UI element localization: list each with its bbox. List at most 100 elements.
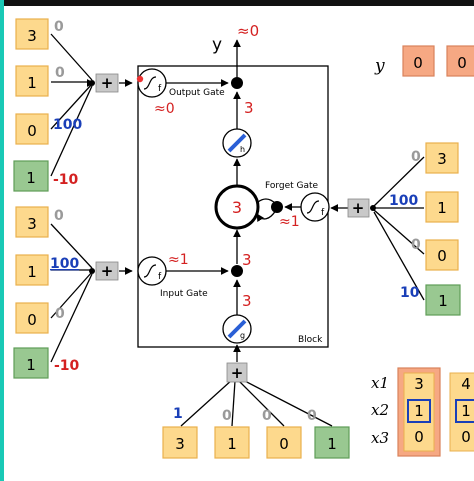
g-input-box-4: 1 <box>314 426 350 459</box>
g-activation-unit: g <box>222 314 252 344</box>
output-y-value: ≈0 <box>237 22 259 40</box>
memory-cell: 3 <box>214 184 260 230</box>
top-border-bar <box>0 0 474 6</box>
input-gate-adder: + <box>95 261 119 281</box>
input-gate-input-value-4: 1 <box>26 356 36 374</box>
forget-gate-adder-symbol: + <box>352 199 365 217</box>
input-gate-input-lines <box>50 223 133 363</box>
g-input-box-1: 3 <box>162 426 198 459</box>
y-sequence-value-1: 0 <box>413 54 423 72</box>
output-gate-input-value-1: 3 <box>27 27 37 45</box>
forget-gate-weight-4: 10 <box>400 285 420 301</box>
input-gate-weight-1: 0 <box>54 208 64 224</box>
forget-gate-input-box-1: 3 <box>425 142 459 174</box>
output-y-label: y <box>212 35 222 55</box>
output-gate-input-value-2: 1 <box>27 74 37 92</box>
x-sequence-label-3: x3 <box>371 429 389 447</box>
output-gate-input-box-2: 1 <box>15 65 49 97</box>
g-input-box-3: 0 <box>266 426 302 459</box>
g-input-box-2: 1 <box>214 426 250 459</box>
memory-cell-value: 3 <box>232 198 242 217</box>
input-gate-input-box-1: 3 <box>15 206 49 238</box>
input-gate-input-value-1: 3 <box>27 215 37 233</box>
x-sequence-c2-value-2: 1 <box>461 402 471 420</box>
output-gate-label: Output Gate <box>169 88 225 98</box>
input-gate-f-symbol: f <box>158 272 162 282</box>
forget-gate-f-symbol: f <box>321 208 325 218</box>
forget-gate-input-lines <box>330 156 425 301</box>
forget-gate-adder: + <box>347 198 370 218</box>
forget-gate-input-value-4: 1 <box>438 292 448 310</box>
y-sequence-box-2: 0 <box>446 45 474 77</box>
output-gate-weight-2: 0 <box>55 65 65 81</box>
forget-gate-weight-2: 100 <box>389 193 418 209</box>
input-gate-junction <box>89 268 95 274</box>
forget-gate-weight-1: 0 <box>411 149 421 165</box>
output-gate-adder-symbol: + <box>101 74 114 92</box>
forget-gate-input-value-1: 3 <box>437 150 447 168</box>
y-sequence-value-2: 0 <box>457 54 467 72</box>
forget-gate-input-value-3: 0 <box>437 247 447 265</box>
y-sequence-box-1: 0 <box>402 45 435 77</box>
output-gate-weight-3: 100 <box>53 117 82 133</box>
input-gate-input-value-3: 0 <box>27 311 37 329</box>
g-adder-symbol: + <box>231 364 244 382</box>
input-gate-sigmoid-unit: f <box>137 256 167 286</box>
output-gate-value: ≈0 <box>154 101 175 117</box>
g-input-lines <box>180 344 333 427</box>
input-gate-value: ≈1 <box>168 252 189 268</box>
x-sequence-c1-value-3: 0 <box>414 428 424 446</box>
x-sequence-label-1: x1 <box>371 374 389 392</box>
input-gate-input-box-2: 1 <box>15 254 49 286</box>
output-gate-adder: + <box>95 73 119 93</box>
g-weight-3: 0 <box>262 408 272 424</box>
g-symbol: g <box>240 331 245 340</box>
g-weight-2: 0 <box>222 408 232 424</box>
x-sequence-column-2: 4 1 0 <box>449 372 474 452</box>
forget-gate-value: ≈1 <box>279 214 300 230</box>
forget-gate-label: Forget Gate <box>265 181 319 191</box>
output-gate-sigmoid-unit: f <box>136 68 167 98</box>
forget-gate-input-box-3: 0 <box>425 239 459 271</box>
output-gate-weight-4: -10 <box>53 172 79 188</box>
forget-gate-junction <box>370 205 376 211</box>
x-sequence-c2-value-3: 0 <box>461 428 471 446</box>
output-gate-input-box-3: 0 <box>15 113 49 145</box>
input-gate-adder-symbol: + <box>101 262 114 280</box>
h-activation-unit: h <box>222 128 252 158</box>
input-gate-input-box-3: 0 <box>15 302 49 334</box>
g-weight-4: 0 <box>307 408 317 424</box>
x-sequence-column-1: 3 1 0 <box>397 367 441 457</box>
output-gate-input-lines <box>50 33 133 177</box>
g-output-value: 3 <box>242 292 252 310</box>
input-product-value: 3 <box>242 251 252 269</box>
input-gate-weight-2: 100 <box>50 256 79 272</box>
output-gate-weight-1: 0 <box>54 19 64 35</box>
output-gate-junction <box>89 80 95 86</box>
forget-multiply-node <box>271 201 283 213</box>
input-multiply-node <box>231 265 243 277</box>
output-product-value: 3 <box>244 99 254 117</box>
left-border-bar <box>0 0 4 481</box>
forget-gate-sigmoid-unit: f <box>300 192 330 222</box>
h-symbol: h <box>240 145 245 154</box>
output-gate-input-dot <box>136 75 144 83</box>
y-sequence-label: y <box>374 56 385 76</box>
g-weight-1: 1 <box>173 406 183 422</box>
input-gate-weight-3: 0 <box>55 306 65 322</box>
forget-gate-weight-3: 0 <box>411 237 421 253</box>
block-label: Block <box>298 335 323 345</box>
input-gate-input-value-2: 1 <box>27 263 37 281</box>
forget-gate-input-box-4: 1 <box>425 284 461 316</box>
input-gate-weight-4: -10 <box>54 358 80 374</box>
forget-gate-input-box-2: 1 <box>425 191 459 223</box>
g-input-value-3: 0 <box>279 435 289 453</box>
output-gate-input-box-1: 3 <box>15 18 49 50</box>
g-input-value-1: 3 <box>175 435 185 453</box>
x-sequence-c1-value-2: 1 <box>414 402 424 420</box>
output-gate-input-value-4: 1 <box>26 169 36 187</box>
forget-gate-input-value-2: 1 <box>437 199 447 217</box>
g-input-value-4: 1 <box>327 435 337 453</box>
input-gate-label: Input Gate <box>160 289 208 299</box>
